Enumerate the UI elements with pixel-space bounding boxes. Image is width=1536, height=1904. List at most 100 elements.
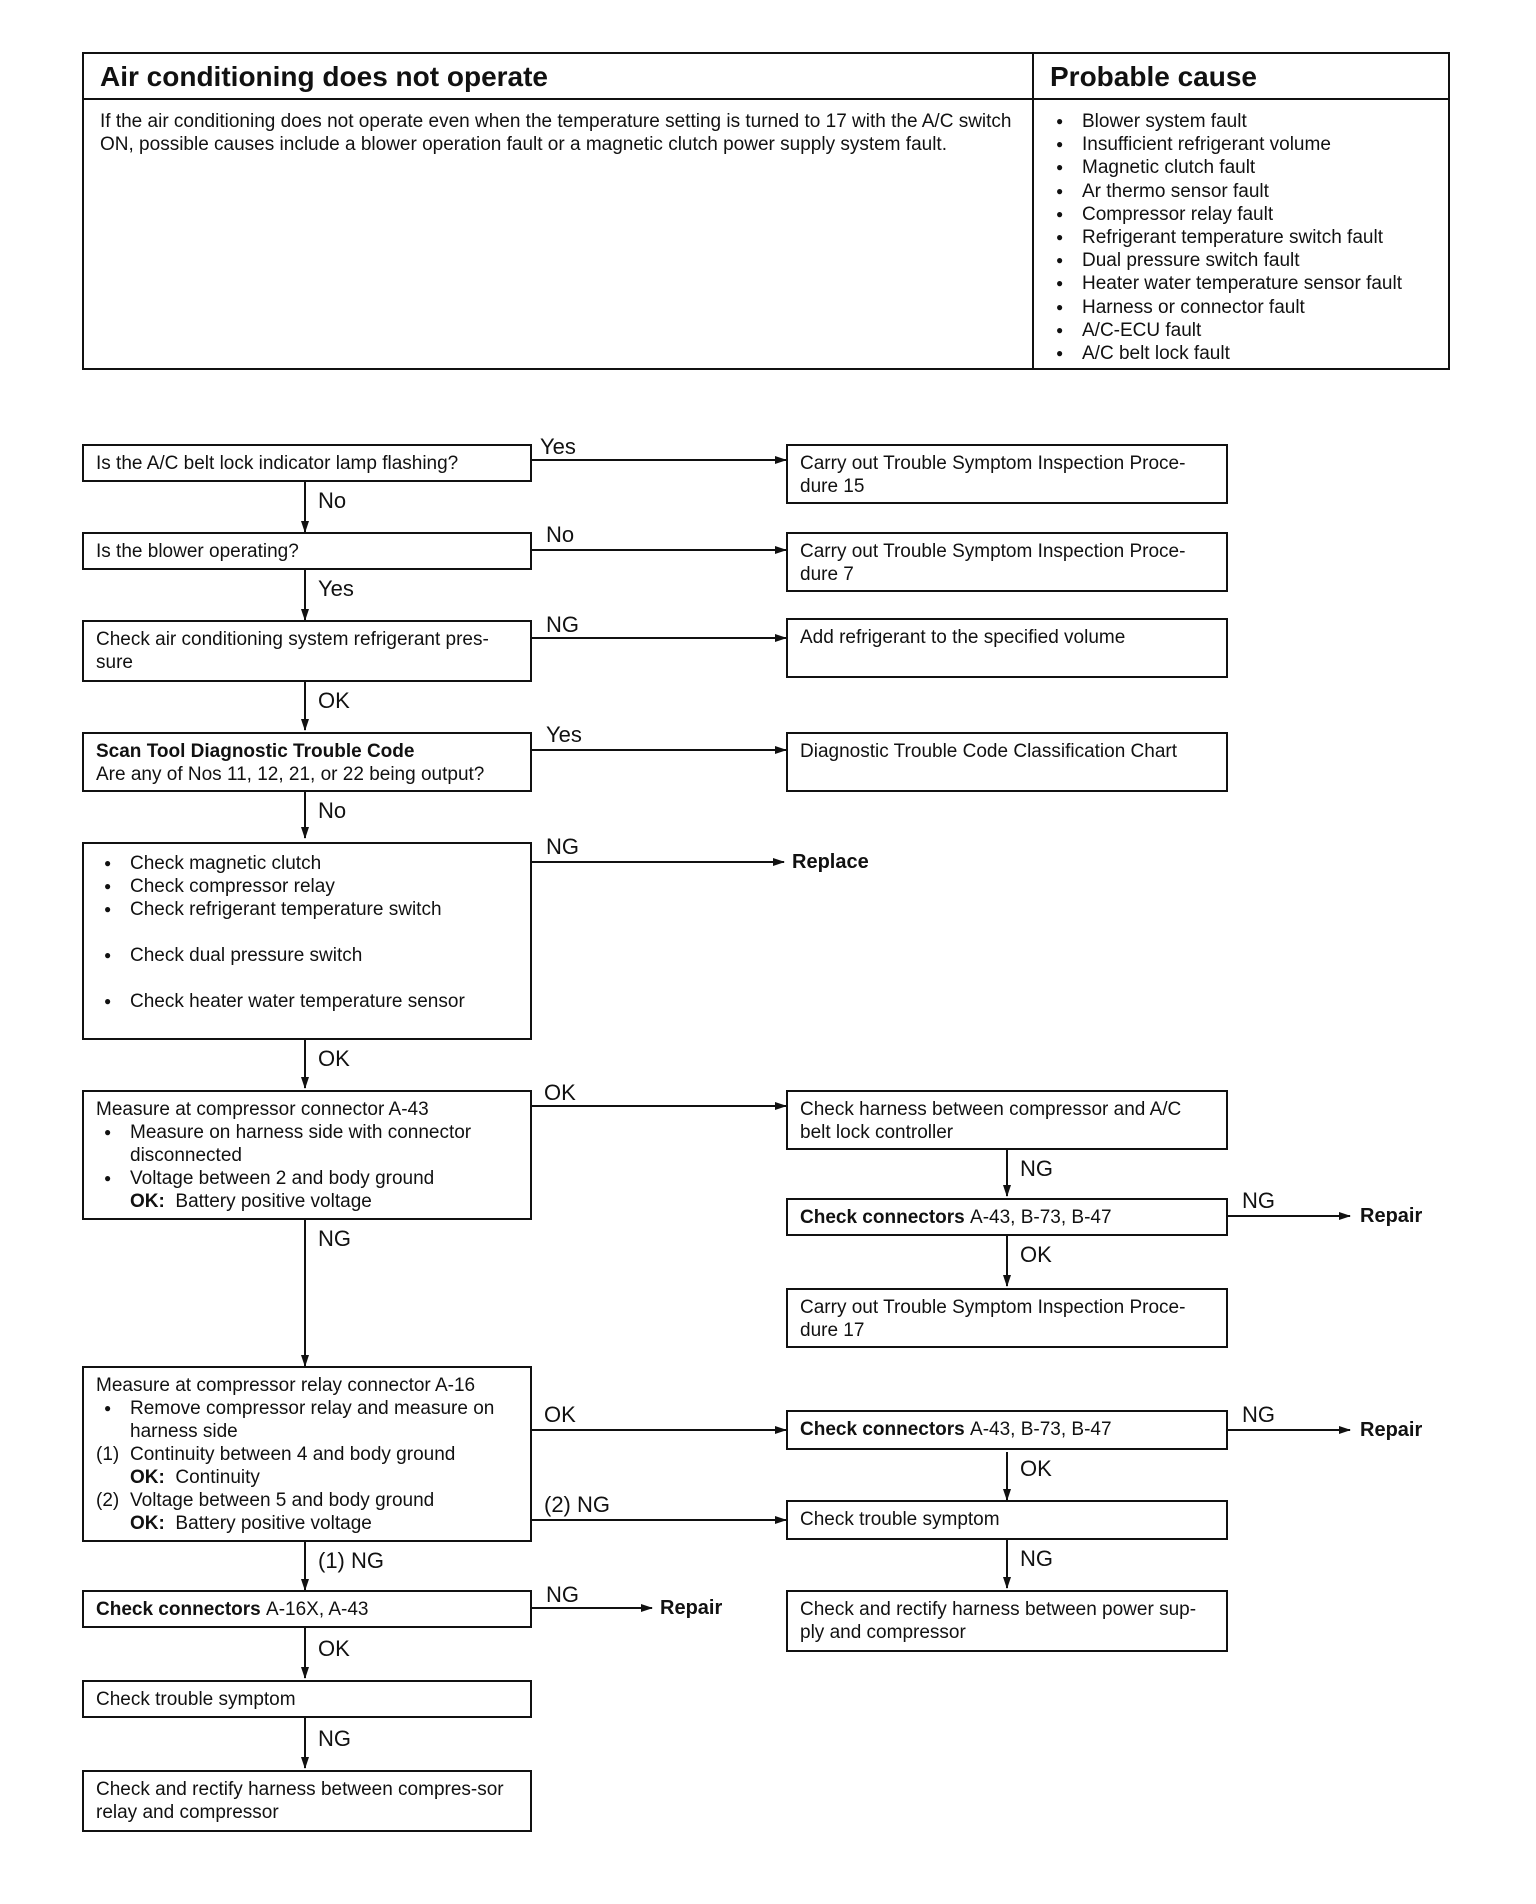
symptom-title: Air conditioning does not operate bbox=[84, 54, 1032, 100]
step-check-connectors-a16x: Check connectors A-16X, A-43 bbox=[82, 1590, 532, 1628]
step-blower-operating: Is the blower operating? bbox=[82, 532, 532, 570]
result-repair: Repair bbox=[1360, 1205, 1423, 1227]
result-text: Carry out Trouble Symptom Inspection Pro… bbox=[800, 453, 1186, 497]
ok-value: Battery positive voltage bbox=[175, 1513, 372, 1534]
step-refrigerant-pressure: Check air conditioning system refrigeran… bbox=[82, 620, 532, 682]
branch-label-ng: NG bbox=[1020, 1156, 1053, 1181]
measure-item: Remove compressor relay and measure on h… bbox=[96, 1397, 518, 1443]
step-text: Check trouble symptom bbox=[800, 1509, 1000, 1530]
result-dtc-chart: Diagnostic Trouble Code Classification C… bbox=[786, 732, 1228, 792]
symptom-header-table: Air conditioning does not operate Probab… bbox=[82, 52, 1450, 370]
step-heading: Measure at compressor relay connector A-… bbox=[96, 1375, 476, 1396]
cause-item: A/C-ECU fault bbox=[1048, 319, 1402, 342]
branch-label-ng: NG bbox=[1020, 1546, 1053, 1571]
result-check-harness-belt-lock: Check harness between compressor and A/C… bbox=[786, 1090, 1228, 1150]
ok-value: Continuity bbox=[175, 1467, 260, 1488]
item-text: Continuity between 4 and body ground bbox=[130, 1444, 456, 1465]
result-replace: Replace bbox=[792, 851, 869, 873]
cause-item: Dual pressure switch fault bbox=[1048, 249, 1402, 272]
step-text: Are any of Nos 11, 12, 21, or 22 being o… bbox=[96, 764, 485, 785]
step-text: Is the A/C belt lock indicator lamp flas… bbox=[96, 453, 459, 474]
result-procedure-17: Carry out Trouble Symptom Inspection Pro… bbox=[786, 1288, 1228, 1348]
branch-label-ng: NG bbox=[318, 1226, 351, 1251]
result-rectify-relay-harness: Check and rectify harness between compre… bbox=[82, 1770, 532, 1832]
result-repair: Repair bbox=[1360, 1419, 1423, 1441]
branch-label-ng: NG bbox=[1242, 1402, 1275, 1427]
ok-criteria: OK: Continuity bbox=[96, 1466, 518, 1489]
cause-item: A/C belt lock fault bbox=[1048, 342, 1402, 365]
ok-criteria: OK: Battery positive voltage bbox=[96, 1512, 518, 1535]
branch-label-yes: Yes bbox=[546, 722, 582, 747]
item-text: Voltage between 5 and body ground bbox=[130, 1490, 435, 1511]
check-item: Check refrigerant temperature switch bbox=[96, 898, 518, 921]
branch-label-ng: NG bbox=[546, 612, 579, 637]
measure-list: Measure on harness side with connector d… bbox=[96, 1121, 518, 1190]
branch-label-ok: OK bbox=[318, 1636, 350, 1661]
check-item: Check compressor relay bbox=[96, 875, 518, 898]
branch-label-ok: OK bbox=[544, 1402, 576, 1427]
check-list: Check magnetic clutch Check compressor r… bbox=[96, 852, 518, 1013]
branch-label-no: No bbox=[318, 798, 347, 823]
branch-label-no: No bbox=[318, 488, 347, 513]
symptom-description: If the air conditioning does not operate… bbox=[100, 111, 1012, 155]
result-text: Diagnostic Trouble Code Classification C… bbox=[800, 741, 1178, 762]
branch-label-yes: Yes bbox=[540, 434, 576, 459]
step-check-trouble-symptom: Check trouble symptom bbox=[82, 1680, 532, 1718]
measure-list: Remove compressor relay and measure on h… bbox=[96, 1397, 518, 1443]
branch-label-ok: OK bbox=[318, 688, 350, 713]
step-text: Check air conditioning system refrigeran… bbox=[96, 629, 489, 673]
ok-label: OK: bbox=[130, 1467, 165, 1488]
branch-label-2ng: (2) NG bbox=[544, 1492, 610, 1517]
step-text: A-16X, A-43 bbox=[266, 1599, 369, 1620]
step-measure-a16: Measure at compressor relay connector A-… bbox=[82, 1366, 532, 1542]
step-belt-lock-lamp: Is the A/C belt lock indicator lamp flas… bbox=[82, 444, 532, 482]
result-text: Add refrigerant to the specified volume bbox=[800, 627, 1126, 648]
step-text: A-43, B-73, B-47 bbox=[970, 1419, 1112, 1440]
step-measure-a43: Measure at compressor connector A-43 Mea… bbox=[82, 1090, 532, 1220]
measure-item: Measure on harness side with connector d… bbox=[96, 1121, 518, 1167]
ok-value: Battery positive voltage bbox=[175, 1191, 372, 1212]
header-divider bbox=[1032, 54, 1034, 368]
branch-label-ok: OK bbox=[1020, 1242, 1052, 1267]
step-text: Check trouble symptom bbox=[96, 1689, 296, 1710]
result-text: Check harness between compressor and A/C… bbox=[800, 1099, 1182, 1143]
ok-criteria: OK: Battery positive voltage bbox=[96, 1190, 518, 1213]
cause-item: Insufficient refrigerant volume bbox=[1048, 133, 1402, 156]
result-add-refrigerant: Add refrigerant to the specified volume bbox=[786, 618, 1228, 678]
branch-label-ng: NG bbox=[546, 1582, 579, 1607]
result-text: Carry out Trouble Symptom Inspection Pro… bbox=[800, 1297, 1186, 1341]
branch-label-ok: OK bbox=[318, 1046, 350, 1071]
step-component-checks: Check magnetic clutch Check compressor r… bbox=[82, 842, 532, 1040]
branch-label-ok: OK bbox=[544, 1080, 576, 1105]
step-check-connectors-a43: Check connectors A-43, B-73, B-47 bbox=[786, 1198, 1228, 1236]
branch-label-yes: Yes bbox=[318, 576, 354, 601]
result-procedure-7: Carry out Trouble Symptom Inspection Pro… bbox=[786, 532, 1228, 592]
step-check-trouble-symptom-right: Check trouble symptom bbox=[786, 1500, 1228, 1540]
cause-item: Blower system fault bbox=[1048, 110, 1402, 133]
step-heading: Check connectors bbox=[96, 1599, 261, 1620]
cause-item: Magnetic clutch fault bbox=[1048, 156, 1402, 179]
branch-label-ng: NG bbox=[318, 1726, 351, 1751]
cause-item: Refrigerant temperature switch fault bbox=[1048, 226, 1402, 249]
branch-label-ok: OK bbox=[1020, 1456, 1052, 1481]
branch-label-no: No bbox=[546, 522, 575, 547]
measure-item: (1)Continuity between 4 and body ground bbox=[96, 1443, 518, 1466]
ok-label: OK: bbox=[130, 1513, 165, 1534]
result-rectify-power-harness: Check and rectify harness between power … bbox=[786, 1590, 1228, 1652]
step-text: A-43, B-73, B-47 bbox=[970, 1207, 1112, 1228]
probable-cause-list: Blower system fault Insufficient refrige… bbox=[1048, 110, 1402, 365]
cause-item: Harness or connector fault bbox=[1048, 296, 1402, 319]
result-repair: Repair bbox=[660, 1597, 723, 1619]
check-item: Check dual pressure switch bbox=[96, 944, 518, 967]
result-procedure-15: Carry out Trouble Symptom Inspection Pro… bbox=[786, 444, 1228, 504]
ok-label: OK: bbox=[130, 1191, 165, 1212]
result-text: Check and rectify harness between compre… bbox=[96, 1779, 504, 1823]
item-number: (2) bbox=[96, 1490, 120, 1511]
check-item: Check heater water temperature sensor bbox=[96, 990, 518, 1013]
step-heading: Scan Tool Diagnostic Trouble Code bbox=[96, 741, 415, 762]
step-scan-tool-dtc: Scan Tool Diagnostic Trouble Code Are an… bbox=[82, 732, 532, 792]
cause-item: Ar thermo sensor fault bbox=[1048, 180, 1402, 203]
measure-item: (2) Voltage between 5 and body ground bbox=[96, 1489, 518, 1512]
step-check-connectors-a43-2: Check connectors A-43, B-73, B-47 bbox=[786, 1410, 1228, 1450]
